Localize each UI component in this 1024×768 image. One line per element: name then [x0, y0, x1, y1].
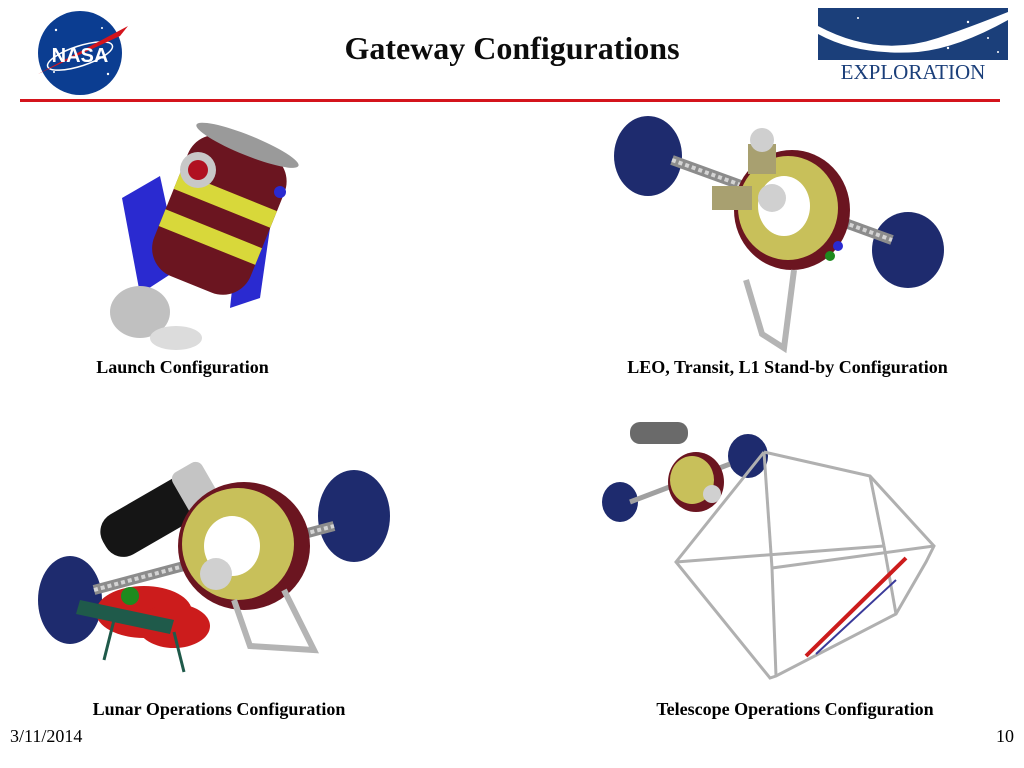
caption-telescope-operations-configuration: Telescope Operations Configuration — [656, 699, 934, 719]
nasa-logo-text: NASA — [52, 45, 109, 67]
slide-title: Gateway Configurations — [344, 30, 680, 66]
launch-configuration-illustration — [110, 122, 299, 350]
slide-date: 3/11/2014 — [10, 726, 83, 746]
caption-leo-transit-configuration: LEO, Transit, L1 Stand-by Configuration — [627, 357, 948, 377]
caption-launch-configuration: Launch Configuration — [96, 357, 269, 377]
slide-page-number: 10 — [996, 726, 1014, 746]
leo-transit-configuration-illustration — [614, 116, 944, 354]
telescope-operations-configuration-illustration — [602, 422, 936, 680]
lunar-operations-configuration-illustration — [38, 461, 390, 673]
caption-lunar-operations-configuration: Lunar Operations Configuration — [92, 699, 346, 719]
nasa-logo: NASA — [38, 11, 128, 95]
exploration-logo-text: EXPLORATION — [841, 60, 986, 84]
header-rule — [20, 99, 1000, 102]
exploration-logo: EXPLORATION — [818, 8, 1008, 84]
